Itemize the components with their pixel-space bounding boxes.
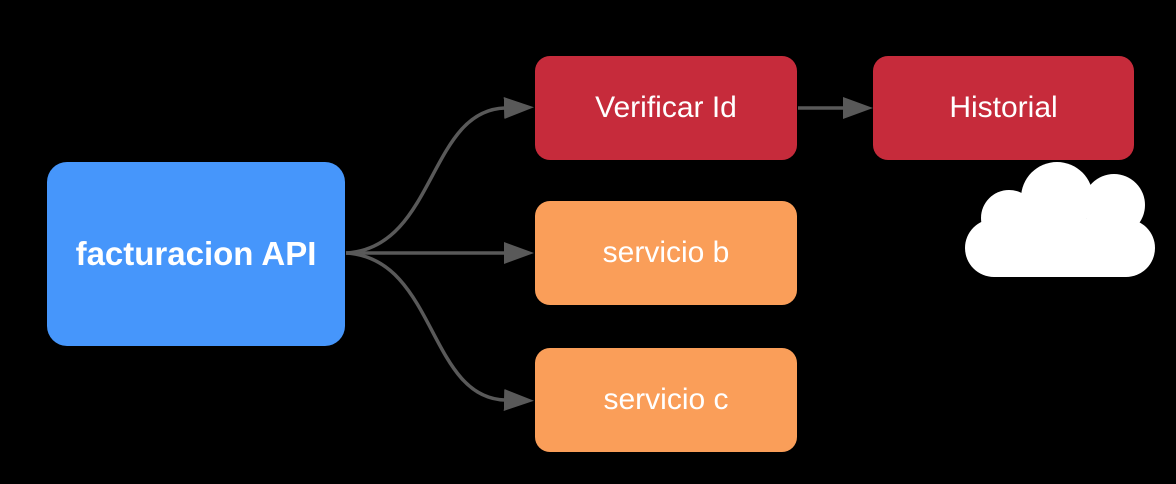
- edge-facturacion-to-verificar: [345, 97, 534, 255]
- edge-facturacion-to-servicio-c: [345, 251, 534, 411]
- node-facturacion-api: facturacion API: [47, 162, 345, 346]
- cloud-blob: [981, 190, 1037, 246]
- node-historial-label: Historial: [949, 90, 1058, 124]
- node-verificar-id-label: Verificar Id: [595, 90, 737, 124]
- node-verificar-id: Verificar Id: [535, 56, 797, 160]
- node-servicio-c-label: servicio c: [603, 382, 729, 416]
- node-historial: Historial: [873, 56, 1134, 160]
- cloud-icon: [965, 162, 1155, 277]
- node-facturacion-api-label: facturacion API: [75, 235, 317, 273]
- node-servicio-b-label: servicio b: [602, 235, 730, 269]
- node-servicio-c: servicio c: [535, 348, 797, 452]
- cloud-blob: [1083, 174, 1145, 236]
- node-servicio-b: servicio b: [535, 201, 797, 305]
